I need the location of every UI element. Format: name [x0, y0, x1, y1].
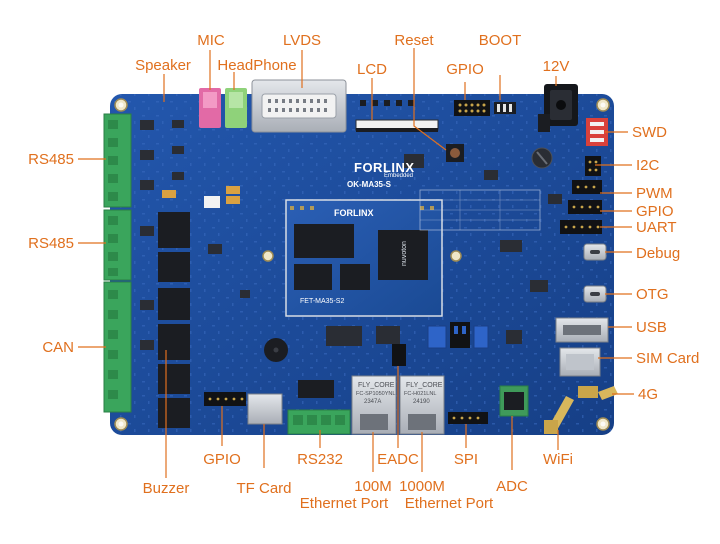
- can-terminal: [103, 281, 132, 413]
- label-uart: UART: [636, 219, 677, 236]
- label-eth-100m-port: Ethernet Port: [299, 495, 389, 512]
- label-rs485-1: RS485: [28, 151, 74, 168]
- gpio-right-header: [568, 200, 602, 214]
- label-swd: SWD: [632, 124, 667, 141]
- label-gpio-right: GPIO: [636, 203, 674, 220]
- label-eth-100m: 100M: [354, 478, 392, 495]
- eth-1000m-part: FC-H021LNL: [404, 391, 437, 397]
- label-rs232: RS232: [297, 451, 343, 468]
- label-eth-1000m: 1000M: [399, 478, 445, 495]
- eth-100m-brand: FLY_CORE: [358, 382, 395, 389]
- brand-sub: Embedded: [384, 173, 414, 179]
- label-12v: 12V: [542, 58, 570, 75]
- label-speaker: Speaker: [135, 57, 191, 74]
- eadc-header: [392, 344, 406, 366]
- leader-lines: [78, 48, 634, 478]
- tf-card-slot: [247, 393, 283, 425]
- brand-logo: FORLINX: [354, 160, 415, 175]
- eth-100m-part: FC-SP1050YNL: [356, 391, 396, 397]
- label-lvds: LVDS: [282, 32, 322, 49]
- eth-1000m-brand: FLY_CORE: [406, 382, 443, 389]
- label-eth-1000m-port: Ethernet Port: [404, 495, 494, 512]
- som-module: [285, 199, 443, 317]
- som-chip-text: nuvoton: [400, 241, 408, 266]
- label-rs485-2: RS485: [28, 235, 74, 252]
- rs232-terminal: [287, 409, 351, 435]
- label-can: CAN: [42, 339, 74, 356]
- isolation-modules: [158, 212, 190, 428]
- jumper-blocks: [427, 322, 489, 349]
- label-adc: ADC: [496, 478, 528, 495]
- label-gpio-bottom: GPIO: [203, 451, 241, 468]
- label-4g: 4G: [638, 386, 659, 403]
- label-usb: USB: [636, 319, 667, 336]
- label-wifi: WiFi: [543, 451, 573, 468]
- label-reset: Reset: [394, 32, 434, 49]
- label-sim-card: SIM Card: [636, 350, 700, 367]
- ethernet-100m: [351, 375, 397, 435]
- antenna-4g: [578, 386, 618, 400]
- label-spi: SPI: [453, 451, 479, 468]
- antenna-wifi: [544, 396, 574, 434]
- label-lcd: LCD: [356, 61, 388, 78]
- label-i2c: I2C: [636, 157, 660, 174]
- board-model: OK-MA35-S: [347, 180, 392, 189]
- label-pwm: PWM: [636, 185, 673, 202]
- eth-1000m-code: 24190: [413, 399, 430, 405]
- label-tf-card: TF Card: [236, 480, 292, 497]
- som-model: FET-MA35-S2: [300, 298, 345, 305]
- power-jack: [538, 84, 578, 132]
- label-debug: Debug: [636, 245, 681, 262]
- label-gpio-top: GPIO: [446, 61, 484, 78]
- label-otg: OTG: [636, 286, 669, 303]
- spi-header: [448, 412, 488, 424]
- rs485-terminal-2: [103, 209, 132, 281]
- label-eadc: EADC: [377, 451, 419, 468]
- gpio-top-header: [454, 100, 490, 116]
- ethernet-1000m: [399, 375, 445, 435]
- som-brand: FORLINX: [334, 208, 374, 218]
- label-buzzer: Buzzer: [142, 480, 190, 497]
- i2c-header: [585, 156, 601, 176]
- lvds-connector: [251, 79, 347, 133]
- label-mic: MIC: [197, 32, 225, 49]
- eth-100m-code: 2347A: [364, 399, 382, 405]
- label-headphone: HeadPhone: [217, 57, 297, 74]
- label-boot: BOOT: [478, 32, 522, 49]
- rs485-terminal-1: [103, 113, 132, 208]
